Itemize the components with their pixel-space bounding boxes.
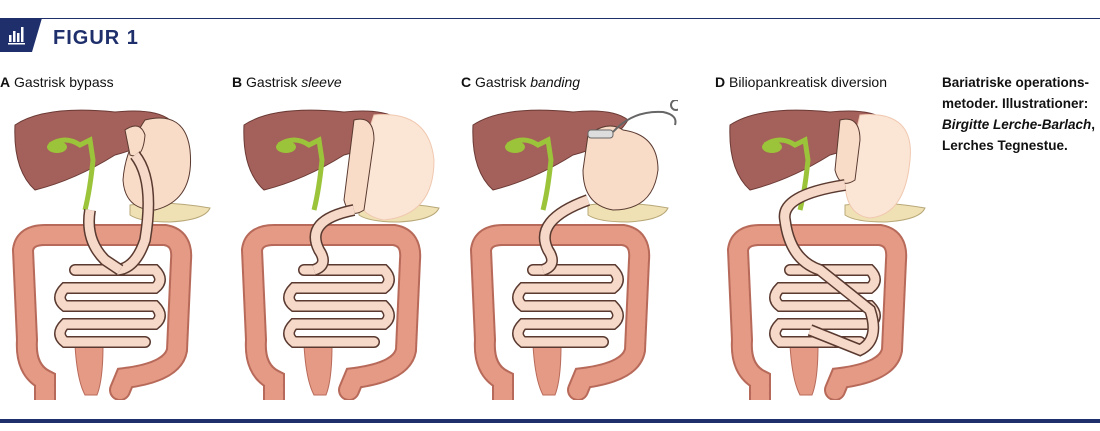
figure-title: FIGUR 1: [53, 27, 139, 49]
illustration-gastric-bypass: [5, 100, 220, 400]
bar-chart-icon: [0, 18, 42, 52]
illustration-gastric-sleeve: [234, 100, 449, 400]
panel-label-b: B Gastrisk sleeve: [232, 74, 342, 90]
illustration-gastric-banding: [463, 100, 678, 400]
illustration-biliopancreatic-diversion: [720, 100, 935, 400]
panel-label-a: A Gastrisk bypass: [0, 74, 114, 90]
bottom-rule: [0, 419, 1100, 423]
top-rule: [0, 18, 1100, 19]
panel-label-d: D Biliopankreatisk diversion: [715, 74, 887, 90]
figure-caption: Bariatriske operations- metoder. Illustr…: [942, 75, 1096, 153]
panel-label-c: C Gastrisk banding: [461, 74, 581, 90]
